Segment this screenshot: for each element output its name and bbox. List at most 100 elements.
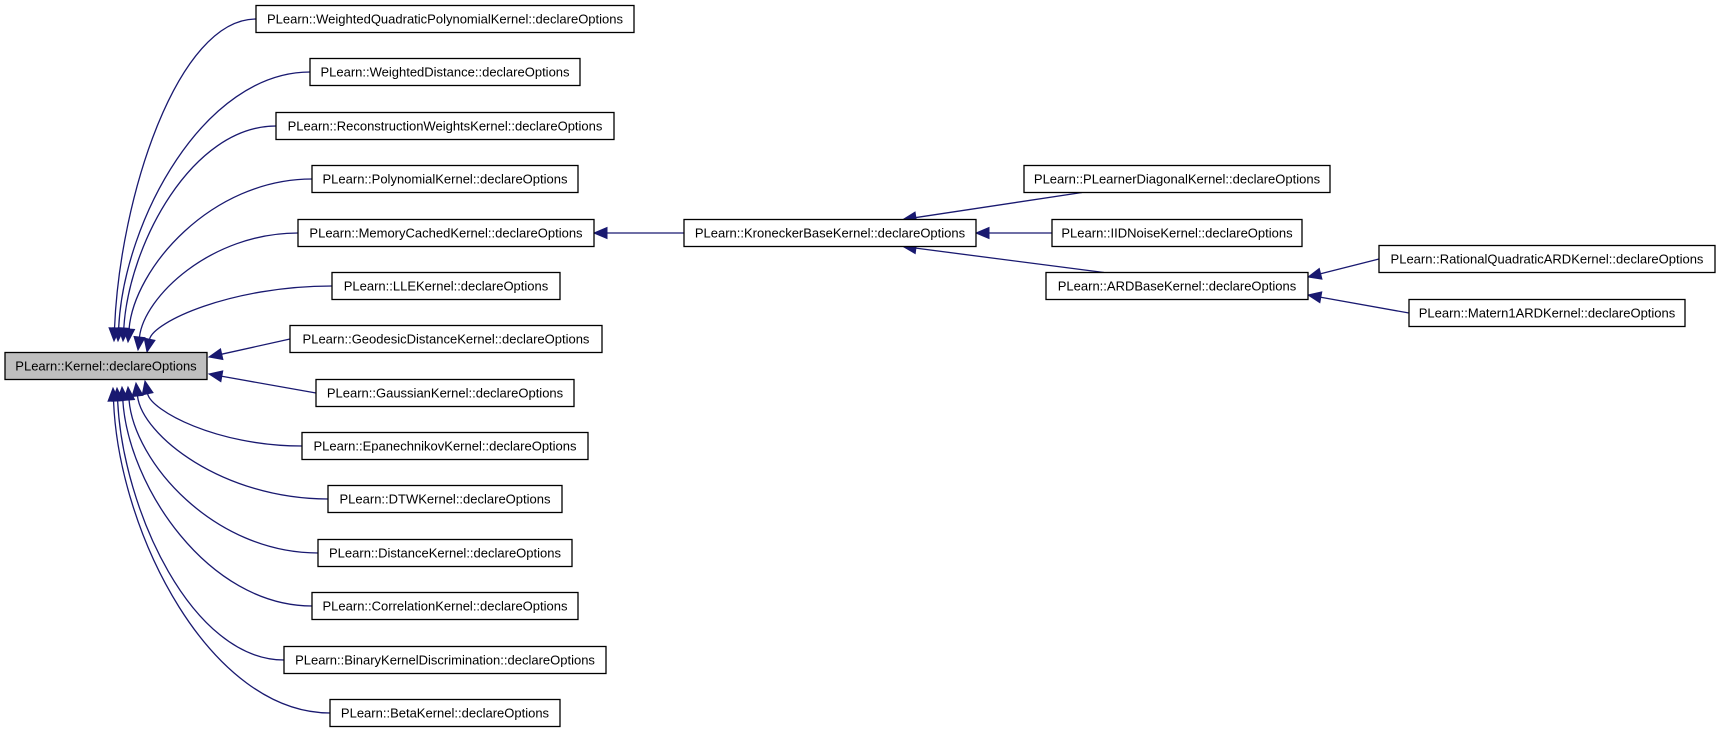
edge-iid-to-kbk bbox=[974, 226, 1052, 240]
node-box bbox=[331, 271, 561, 301]
node-label: PLearn::GeodesicDistanceKernel::declareO… bbox=[303, 332, 590, 347]
edge-m1ard-to-ard bbox=[1306, 291, 1410, 314]
node-box bbox=[301, 431, 589, 461]
node-pk[interactable]: PLearn::PolynomialKernel::declareOptions bbox=[311, 164, 579, 194]
node-wd[interactable]: PLearn::WeightedDistance::declareOptions bbox=[309, 57, 581, 87]
edge-ard-to-kbk bbox=[901, 242, 1105, 274]
edge-line bbox=[136, 395, 329, 500]
node-label: PLearn::RationalQuadraticARDKernel::decl… bbox=[1391, 252, 1704, 267]
node-box bbox=[317, 538, 573, 568]
node-gk[interactable]: PLearn::GaussianKernel::declareOptions bbox=[315, 378, 575, 408]
node-box bbox=[683, 218, 977, 248]
edge-bkd-to-kernel bbox=[111, 386, 285, 661]
node-label: PLearn::MemoryCachedKernel::declareOptio… bbox=[309, 226, 583, 241]
node-label: PLearn::LLEKernel::declareOptions bbox=[344, 279, 549, 294]
edge-line bbox=[117, 71, 311, 329]
edge-line bbox=[1320, 258, 1380, 275]
edge-arrowhead bbox=[1306, 267, 1323, 280]
node-label: PLearn::PolynomialKernel::declareOptions bbox=[323, 172, 568, 187]
node-box bbox=[1045, 271, 1309, 301]
edge-gdk-to-kernel bbox=[207, 338, 291, 361]
node-box bbox=[275, 111, 615, 141]
node-iid[interactable]: PLearn::IIDNoiseKernel::declareOptions bbox=[1051, 218, 1303, 248]
edge-mck-to-kernel bbox=[133, 232, 299, 352]
edge-line bbox=[915, 191, 1083, 219]
node-box bbox=[4, 351, 208, 381]
node-lle[interactable]: PLearn::LLEKernel::declareOptions bbox=[331, 271, 561, 301]
node-bkd[interactable]: PLearn::BinaryKernelDiscrimination::decl… bbox=[283, 645, 607, 675]
edge-ck-to-kernel bbox=[116, 385, 313, 607]
node-label: PLearn::CorrelationKernel::declareOption… bbox=[323, 599, 568, 614]
edge-lle-to-kernel bbox=[143, 285, 333, 354]
edge-line bbox=[138, 232, 299, 338]
node-label: PLearn::ARDBaseKernel::declareOptions bbox=[1058, 279, 1297, 294]
node-box bbox=[297, 218, 595, 248]
node-kbk[interactable]: PLearn::KroneckerBaseKernel::declareOpti… bbox=[683, 218, 977, 248]
node-box bbox=[315, 378, 575, 408]
node-dtw[interactable]: PLearn::DTWKernel::declareOptions bbox=[327, 484, 563, 514]
node-kernel[interactable]: PLearn::Kernel::declareOptions bbox=[4, 351, 208, 381]
edge-arrowhead bbox=[207, 347, 224, 361]
edge-line bbox=[113, 18, 257, 329]
edge-wqpk-to-kernel bbox=[108, 18, 257, 343]
edge-line bbox=[122, 399, 313, 607]
node-mck[interactable]: PLearn::MemoryCachedKernel::declareOptio… bbox=[297, 218, 595, 248]
node-label: PLearn::Kernel::declareOptions bbox=[15, 359, 197, 374]
edge-line bbox=[1320, 296, 1410, 314]
edge-pk-to-kernel bbox=[122, 178, 313, 344]
node-m1ard[interactable]: PLearn::Matern1ARDKernel::declareOptions bbox=[1408, 298, 1686, 328]
node-box bbox=[1051, 218, 1303, 248]
edge-arrowhead bbox=[107, 386, 120, 402]
node-rwk[interactable]: PLearn::ReconstructionWeightsKernel::dec… bbox=[275, 111, 615, 141]
node-pldk[interactable]: PLearn::PLearnerDiagonalKernel::declareO… bbox=[1023, 164, 1331, 194]
edge-gk-to-kernel bbox=[207, 370, 317, 394]
edge-layer bbox=[107, 18, 1410, 714]
edge-arrowhead bbox=[141, 379, 154, 396]
edge-dk-to-kernel bbox=[122, 385, 319, 554]
node-ek[interactable]: PLearn::EpanechnikovKernel::declareOptio… bbox=[301, 431, 589, 461]
edge-line bbox=[146, 393, 303, 447]
node-label: PLearn::PLearnerDiagonalKernel::declareO… bbox=[1034, 172, 1321, 187]
edge-arrowhead bbox=[592, 226, 608, 240]
node-label: PLearn::ReconstructionWeightsKernel::dec… bbox=[288, 119, 603, 134]
node-layer: PLearn::Kernel::declareOptions PLearn::We… bbox=[4, 4, 1716, 728]
edge-dtw-to-kernel bbox=[131, 381, 329, 500]
edge-line bbox=[128, 178, 313, 330]
edge-arrowhead bbox=[122, 328, 136, 344]
edge-arrowhead bbox=[133, 335, 146, 352]
edge-line bbox=[112, 400, 331, 714]
node-label: PLearn::GaussianKernel::declareOptions bbox=[327, 386, 564, 401]
node-rqard[interactable]: PLearn::RationalQuadraticARDKernel::decl… bbox=[1378, 244, 1716, 274]
node-bk[interactable]: PLearn::BetaKernel::declareOptions bbox=[329, 698, 561, 728]
node-dk[interactable]: PLearn::DistanceKernel::declareOptions bbox=[317, 538, 573, 568]
node-ard[interactable]: PLearn::ARDBaseKernel::declareOptions bbox=[1045, 271, 1309, 301]
edge-line bbox=[148, 285, 333, 340]
node-box bbox=[311, 164, 579, 194]
edge-line bbox=[221, 375, 317, 394]
node-box bbox=[329, 698, 561, 728]
node-box bbox=[311, 591, 579, 621]
node-label: PLearn::DTWKernel::declareOptions bbox=[340, 492, 551, 507]
node-label: PLearn::EpanechnikovKernel::declareOptio… bbox=[313, 439, 577, 454]
edge-rqard-to-ard bbox=[1306, 258, 1380, 280]
node-box bbox=[327, 484, 563, 514]
node-label: PLearn::BinaryKernelDiscrimination::decl… bbox=[295, 653, 595, 668]
edge-pldk-to-kbk bbox=[901, 191, 1083, 224]
edge-arrowhead bbox=[207, 370, 224, 383]
edge-kbk-to-mck bbox=[592, 226, 684, 240]
node-box bbox=[1023, 164, 1331, 194]
node-box bbox=[1408, 298, 1686, 328]
node-box bbox=[309, 57, 581, 87]
edge-line bbox=[123, 125, 277, 329]
edge-line bbox=[915, 247, 1105, 274]
node-gdk[interactable]: PLearn::GeodesicDistanceKernel::declareO… bbox=[289, 324, 603, 354]
node-label: PLearn::WeightedQuadraticPolynomialKerne… bbox=[267, 12, 624, 27]
node-box bbox=[255, 4, 635, 34]
node-box bbox=[289, 324, 603, 354]
edge-arrowhead bbox=[131, 381, 144, 398]
node-wqpk[interactable]: PLearn::WeightedQuadraticPolynomialKerne… bbox=[255, 4, 635, 34]
node-label: PLearn::DistanceKernel::declareOptions bbox=[329, 546, 561, 561]
node-ck[interactable]: PLearn::CorrelationKernel::declareOption… bbox=[311, 591, 579, 621]
edge-bk-to-kernel bbox=[107, 386, 331, 714]
